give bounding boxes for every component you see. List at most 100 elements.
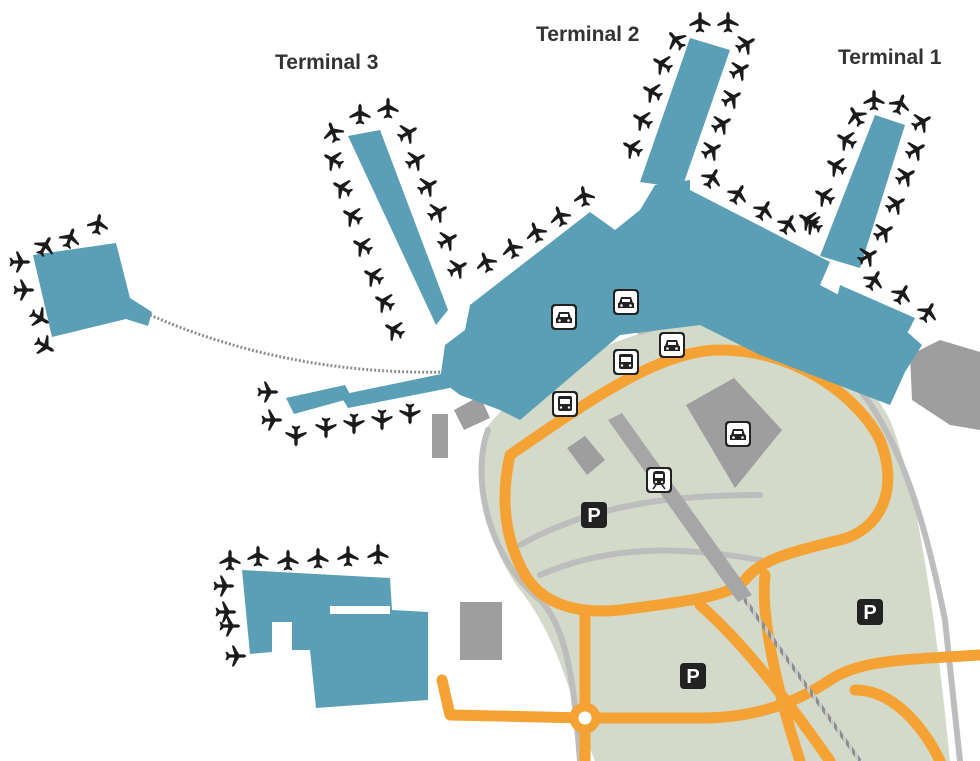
airplane-icon [731,29,761,59]
label-terminal-3: Terminal 3 [275,51,378,74]
train-icon[interactable] [646,467,672,493]
taxi-icon[interactable] [725,421,751,447]
airplane-icon [349,103,371,125]
airplane-icon [318,145,348,175]
airplane-icon [773,209,803,239]
airplane-icon [247,545,269,567]
service-building-2 [454,396,490,430]
airplane-icon [347,231,377,261]
airplane-icon [285,425,307,447]
airplane-icon [717,11,739,33]
airplane-icon [413,171,443,201]
airplane-icon [637,77,667,107]
airplane-icon [901,135,931,165]
airplane-icon [647,49,677,79]
airplane-icon [379,315,409,345]
airplane-icon [498,234,526,262]
landside-area [479,318,950,761]
label-terminal-2: Terminal 2 [536,23,639,46]
airplane-icon [886,90,914,118]
airplane-icon [261,409,283,431]
connector-south [340,373,450,408]
airplane-icon [337,545,359,567]
rail-station-platform [608,413,752,602]
pier-terminal-1 [820,115,905,268]
airplane-icon [225,645,247,667]
airplane-icon [723,179,753,209]
airplane-icon [371,409,393,431]
airplane-icon [56,224,84,252]
airplane-icon [707,109,737,139]
airplane-icon [401,145,431,175]
parking-label: P [863,602,876,624]
airplane-icon [887,279,917,309]
airplane-icon [831,125,861,155]
bus-icon[interactable] [613,349,639,375]
airplane-icon [13,279,35,301]
airplane-icon [219,549,241,571]
airplane-icon [277,549,299,571]
airplane-icon [749,195,779,225]
taxi-icon[interactable] [613,289,639,315]
airplane-icon [369,287,399,317]
airplane-icon [9,251,31,273]
airplane-icon [367,543,389,565]
service-building [567,436,605,475]
hotel-building [910,340,980,430]
airplane-icon [809,181,839,211]
airplane-icon [85,211,111,237]
airplane-icon [571,183,597,209]
pier-terminal-3 [348,130,448,325]
parking-icon[interactable]: P [857,599,883,625]
airplane-icon [213,575,235,597]
bus-icon[interactable] [552,391,578,417]
airplane-icon [821,151,851,181]
airplane-icon [315,417,337,439]
service-building-3 [432,414,448,458]
taxi-icon[interactable] [659,332,685,358]
airplane-icon [377,97,399,119]
terminal-southwest-gap [330,606,390,614]
airplane-icon [337,201,367,231]
airplane-icon [343,413,365,435]
pier-terminal-2 [640,38,730,188]
terminal-complex [33,38,922,708]
terminal-1-wing [836,285,915,332]
parking-icon[interactable]: P [581,502,607,528]
airplane-icon [215,601,237,623]
airplane-icon [393,118,423,148]
airplane-icon [358,261,388,291]
airplane-icon [907,107,937,137]
roundabout [569,702,601,734]
airplane-icon [913,297,943,327]
airplane-icon [689,11,711,33]
gate-block-south [286,385,352,414]
airplane-icon [546,202,574,230]
airplane-icon [327,173,357,203]
airplane-icon [399,403,421,425]
parking-label: P [587,505,600,527]
access-roads [436,344,980,761]
cargo-building [460,602,502,660]
airplane-icon [697,135,727,165]
airplane-icon [257,381,279,403]
airplane-icon [219,615,241,637]
parking-icon[interactable]: P [680,663,706,689]
airplane-icon [433,225,463,255]
taxi-icon[interactable] [551,304,577,330]
parking-label: P [686,666,699,688]
airplane-icon [443,253,473,283]
airplane-icon [522,218,550,246]
airplane-icon [423,197,453,227]
airplane-icon [717,83,747,113]
airplane-icon [863,89,885,111]
people-mover-track [149,313,451,374]
airplane-icon [472,248,500,276]
transport-icons: P P P [551,289,883,689]
airplane-icon [697,163,727,193]
airplane-icon [617,133,647,163]
airplane-icon [319,118,347,146]
airplane-icon [627,105,657,135]
